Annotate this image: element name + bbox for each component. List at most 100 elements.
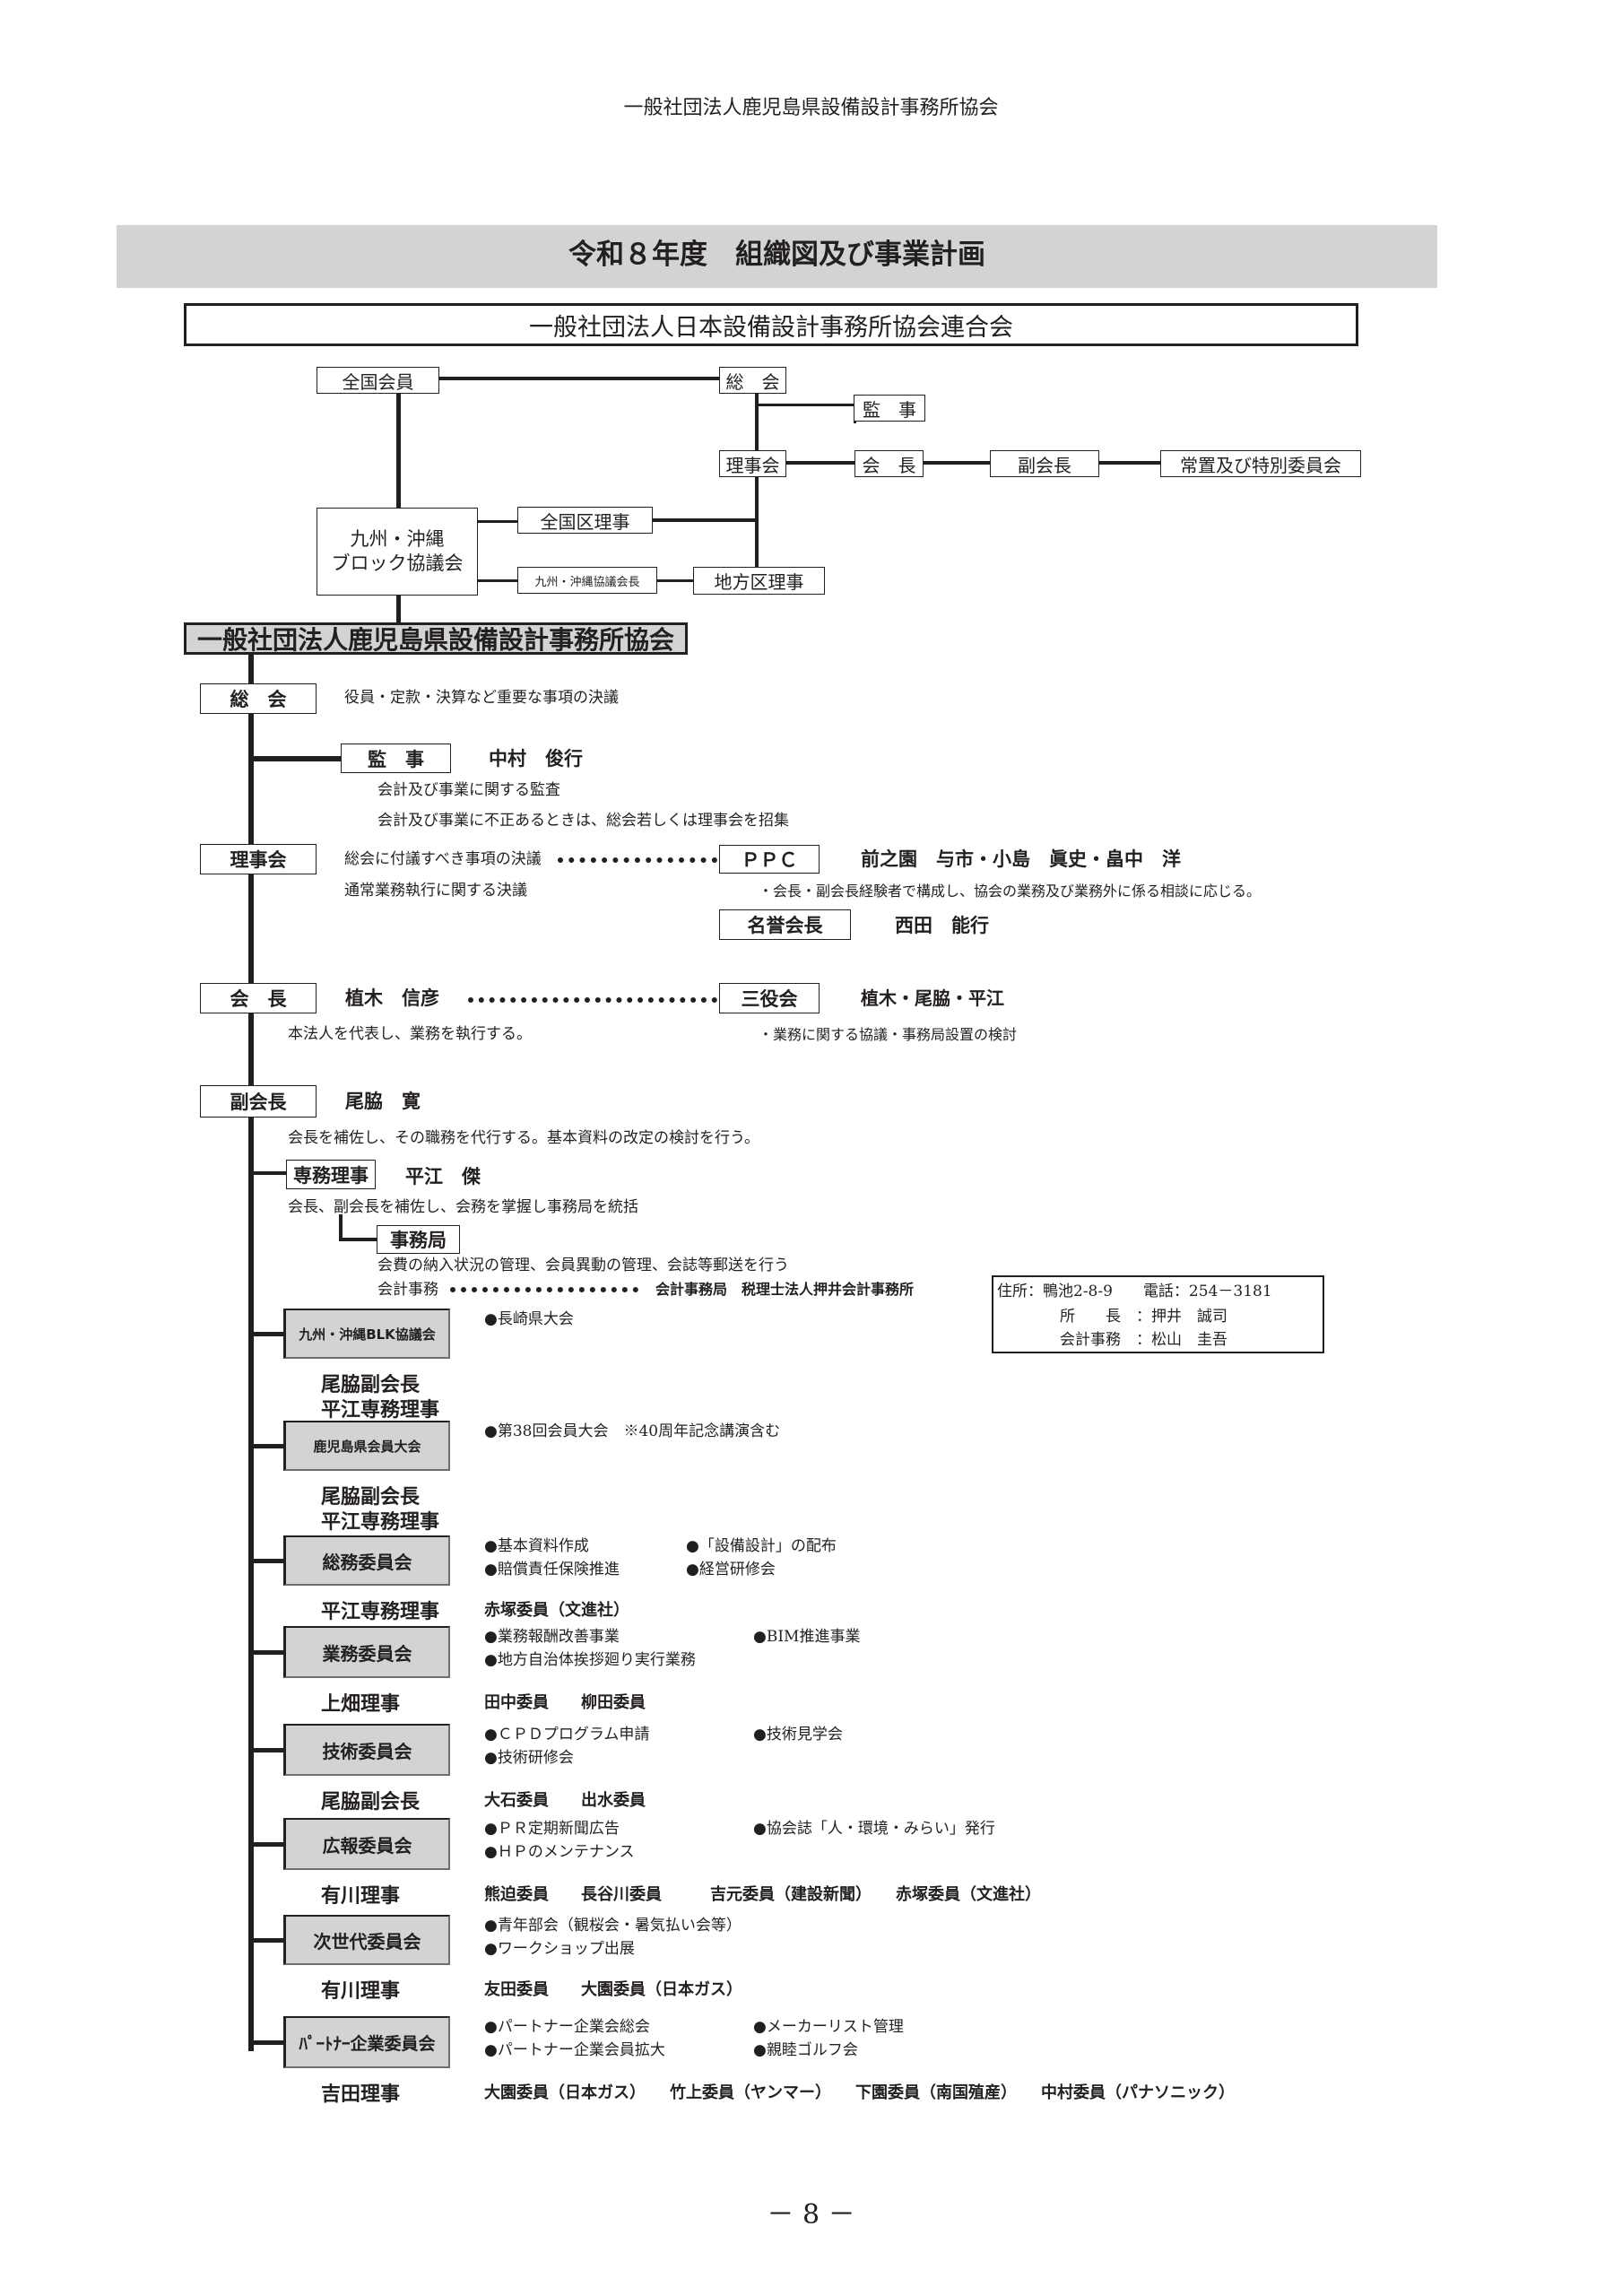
line bbox=[755, 393, 759, 570]
committee-leader: 尾脇副会長 bbox=[321, 1791, 421, 1813]
federation-name: 一般社団法人日本設備設計事務所協会連合会 bbox=[529, 313, 1013, 342]
national-president-box: 会 長 bbox=[854, 450, 924, 477]
line bbox=[251, 2040, 283, 2045]
committee-leader: 有川理事 bbox=[321, 1885, 401, 1908]
committee-box: 広報委員会 bbox=[283, 1818, 450, 1870]
line bbox=[251, 1332, 283, 1336]
committee-box: 技術委員会 bbox=[283, 1724, 450, 1776]
vice-president-desc: 会長を補佐し、その職務を代行する。基本資料の改定の検討を行う。 bbox=[288, 1129, 759, 1147]
committee-item: ●ワークショップ出展 bbox=[484, 1940, 635, 1958]
committee-item: ●ＰＲ定期新聞広告 bbox=[484, 1820, 620, 1838]
vice-president-label: 副会長 bbox=[230, 1091, 287, 1113]
committee-item: ●第38回会員大会 ※40周年記念講演含む bbox=[484, 1422, 781, 1440]
national-vice-president-label: 副会長 bbox=[1018, 454, 1071, 476]
committee-item: ●BIM推進事業 bbox=[753, 1628, 861, 1646]
committee-name: 総務委員会 bbox=[322, 1551, 412, 1573]
committee-box: 九州・沖縄BLK協議会 bbox=[283, 1309, 450, 1359]
ppc-box: ＰＰＣ bbox=[719, 845, 820, 874]
secretariat-desc: 会費の納入状況の管理、会員異動の管理、会誌等郵送を行う bbox=[377, 1257, 789, 1274]
title-banner bbox=[117, 225, 1437, 288]
committee-leader: 吉田理事 bbox=[321, 2083, 401, 2106]
ppc-label: ＰＰＣ bbox=[741, 849, 798, 871]
president-name: 植木 信彦 bbox=[345, 987, 439, 1009]
national-vice-president-box: 副会長 bbox=[990, 450, 1099, 477]
auditor-name: 中村 俊行 bbox=[489, 748, 583, 770]
national-committees-box: 常置及び特別委員会 bbox=[1160, 450, 1361, 477]
line bbox=[924, 461, 990, 465]
three-officers-label: 三役会 bbox=[741, 988, 798, 1010]
local-association-box: 一般社団法人鹿児島県設備設計事務所協会 bbox=[184, 622, 688, 655]
federation-box: 一般社団法人日本設備設計事務所協会連合会 bbox=[184, 303, 1358, 346]
line bbox=[339, 1214, 343, 1241]
general-meeting-box: 総 会 bbox=[200, 683, 317, 714]
president-label: 会 長 bbox=[230, 988, 287, 1010]
committee-name: ﾊﾟｰﾄﾅｰ企業委員会 bbox=[299, 2033, 436, 2054]
national-president-label: 会 長 bbox=[862, 454, 916, 476]
document-header: 一般社団法人鹿児島県設備設計事務所協会 bbox=[623, 97, 999, 119]
committee-trunk-line bbox=[248, 1188, 254, 2051]
regional-directors-box: 地方区理事 bbox=[693, 567, 825, 595]
committee-item: ●技術見学会 bbox=[753, 1726, 843, 1744]
general-meeting-desc: 役員・定款・決算など重要な事項の決議 bbox=[344, 689, 619, 707]
auditor-desc-2: 会計及び事業に不正あるときは、総会若しくは理事会を招集 bbox=[377, 812, 789, 830]
committee-members: 熊迫委員 長谷川委員 吉元委員（建設新聞） 赤塚委員（文進社） bbox=[484, 1885, 1041, 1904]
board-box: 理事会 bbox=[200, 844, 317, 874]
executive-director-label: 専務理事 bbox=[293, 1164, 369, 1187]
committee-item: ●地方自治体挨拶廻り実行業務 bbox=[484, 1651, 696, 1669]
line bbox=[251, 756, 341, 761]
line bbox=[653, 518, 757, 522]
line bbox=[478, 520, 517, 523]
national-board-box: 理事会 bbox=[719, 450, 786, 477]
national-directors-label: 全国区理事 bbox=[540, 510, 630, 533]
committee-leader: 尾脇副会長 平江専務理事 bbox=[321, 1374, 440, 1422]
committee-item: ●長崎県大会 bbox=[484, 1310, 574, 1328]
committee-box: 鹿児島県会員大会 bbox=[283, 1421, 450, 1471]
three-officers-members: 植木・尾脇・平江 bbox=[861, 987, 1004, 1009]
regional-directors-label: 地方区理事 bbox=[714, 571, 804, 593]
committee-box: ﾊﾟｰﾄﾅｰ企業委員会 bbox=[283, 2016, 450, 2068]
page-title: 令和８年度 組織図及び事業計画 bbox=[568, 239, 985, 271]
committee-item: ●パートナー企業会総会 bbox=[484, 2018, 650, 2036]
block-chair-label: 九州・沖縄協議会長 bbox=[534, 575, 640, 589]
committee-name: 鹿児島県会員大会 bbox=[313, 1438, 421, 1455]
line bbox=[757, 404, 854, 406]
committee-name: 次世代委員会 bbox=[313, 1930, 421, 1952]
three-officers-desc: ・業務に関する協議・事務局設置の検討 bbox=[759, 1026, 1018, 1043]
committee-item: ●青年部会（観桜会・暑気払い会等） bbox=[484, 1917, 742, 1935]
national-members-label: 全国会員 bbox=[342, 370, 414, 393]
committee-item: ●技術研修会 bbox=[484, 1749, 574, 1767]
line bbox=[251, 1559, 283, 1563]
line bbox=[439, 377, 719, 380]
committee-item: ●メーカーリスト管理 bbox=[753, 2018, 904, 2036]
board-ppc-dotted-line bbox=[558, 857, 717, 863]
line bbox=[478, 579, 517, 582]
executive-director-name: 平江 傑 bbox=[405, 1166, 481, 1187]
national-auditor-label: 監 事 bbox=[863, 398, 916, 421]
committee-name: 九州・沖縄BLK協議会 bbox=[299, 1326, 436, 1343]
president-dotted-line bbox=[468, 997, 717, 1003]
executive-director-box: 専務理事 bbox=[286, 1160, 376, 1189]
committee-members: 大園委員（日本ガス） 竹上委員（ヤンマー） 下園委員（南国殖産） 中村委員（パナ… bbox=[484, 2083, 1235, 2102]
line bbox=[251, 1842, 283, 1847]
committee-members: 大石委員 出水委員 bbox=[484, 1791, 646, 1810]
committee-item: ●基本資料作成 bbox=[484, 1537, 589, 1555]
line bbox=[251, 1171, 286, 1175]
accounting-dotted-line bbox=[450, 1287, 638, 1292]
national-members-box: 全国会員 bbox=[317, 367, 439, 394]
address-line-2: 所 長 ：押井 誠司 bbox=[1060, 1308, 1227, 1326]
secretariat-label: 事務局 bbox=[390, 1230, 447, 1251]
executive-director-desc: 会長、副会長を補佐し、会務を掌握し事務局を統括 bbox=[288, 1198, 638, 1216]
committee-name: 広報委員会 bbox=[322, 1834, 412, 1857]
ppc-desc: ・会長・副会長経験者で構成し、協会の業務及び業務外に係る相談に応じる。 bbox=[759, 883, 1262, 900]
honorary-president-box: 名誉会長 bbox=[719, 909, 851, 940]
three-officers-box: 三役会 bbox=[719, 983, 820, 1013]
national-auditor-box: 監 事 bbox=[854, 395, 925, 422]
national-board-label: 理事会 bbox=[725, 454, 780, 476]
committee-item: ●経営研修会 bbox=[686, 1561, 776, 1578]
committee-members: 赤塚委員（文進社） bbox=[484, 1601, 629, 1620]
committee-box: 業務委員会 bbox=[283, 1626, 450, 1678]
committee-item: ●業務報酬改善事業 bbox=[484, 1628, 620, 1646]
line bbox=[657, 579, 693, 582]
general-meeting-label: 総 会 bbox=[230, 689, 287, 710]
address-line-1: 住所：鴨池2-8-9 電話：254－3181 bbox=[997, 1283, 1272, 1300]
